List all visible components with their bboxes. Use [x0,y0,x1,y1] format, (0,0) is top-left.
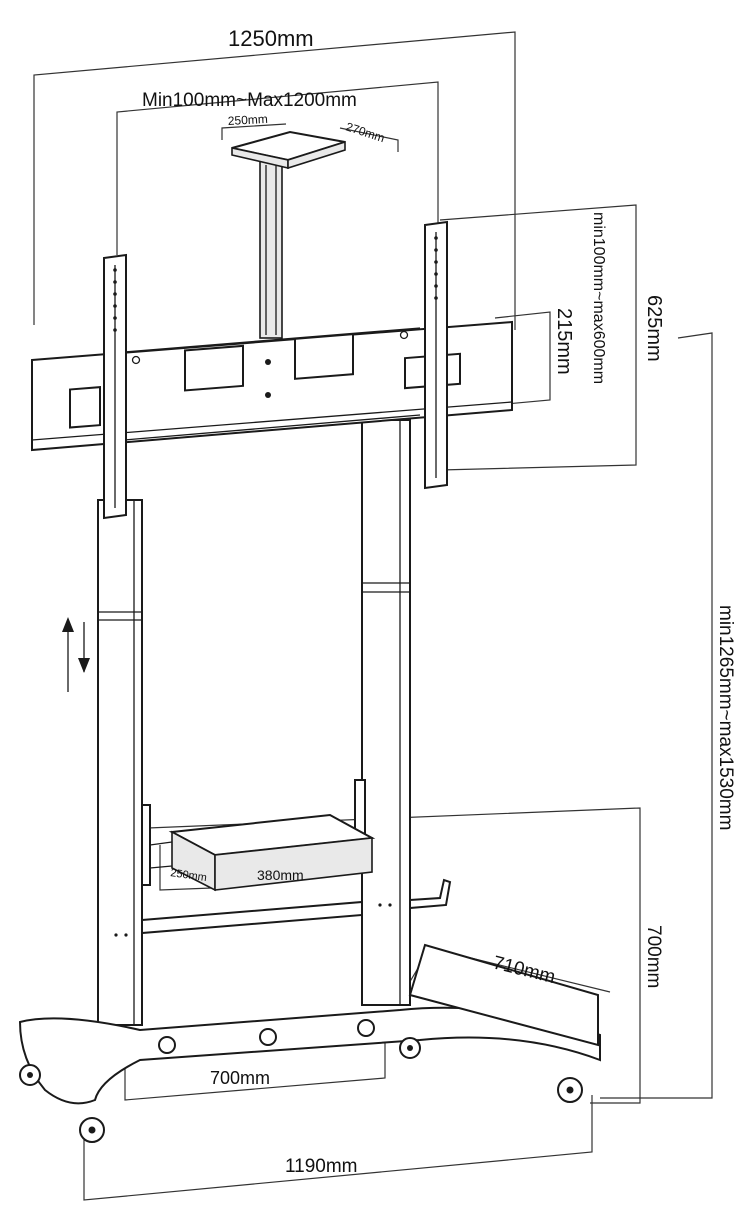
rail-cutout-left [184,344,244,392]
vesa-brackets [103,220,448,520]
down-arrow-icon [78,658,90,673]
crossbar-height-dimension [494,311,551,406]
height-range-dimension [600,332,713,1099]
camera-shelf-assembly [231,130,346,339]
camera-shelf-width-dimension [221,123,287,140]
camera-pole [259,157,283,339]
shelf-bracket-left [141,804,151,886]
base-frame [18,1006,601,1105]
camera-shelf-depth-dimension [339,127,399,152]
label-crossbar-height: 215mm [553,308,575,375]
rail-slot-left [69,386,101,429]
rail-cutout-right [294,333,354,380]
label-height-range: min1265mm~max1530mm [715,605,736,830]
label-bracket-height: 625mm [643,295,665,362]
label-av-shelf-width: 380mm [257,867,304,883]
av-shelf-assembly [141,779,376,892]
height-crank [409,878,452,910]
av-shelf-depth-dimension [159,845,213,891]
label-base-depth: 700mm [643,925,664,988]
label-column-spacing: 700mm [210,1068,270,1088]
vesa-range-dimension [116,81,439,255]
dimension-labels: 1250mm Min100mm~Max1200mm 250mm 270mm 62… [142,26,736,1177]
label-overall-width: 1250mm [228,26,314,51]
caster-wheels [19,1037,583,1143]
base-assembly [18,943,601,1143]
label-camera-shelf-width: 250mm [227,112,268,128]
label-camera-shelf-depth: 270mm [344,120,386,146]
columns [97,419,452,1026]
base-width-dimension [83,1095,593,1201]
label-vertical-range: min100mm~max600mm [590,212,607,384]
label-vesa-range: Min100mm~Max1200mm [142,90,357,111]
base-leg [408,943,599,1047]
bracket-height-dimension [439,204,637,471]
overall-width-dimension [33,31,516,330]
label-base-width: 1190mm [285,1156,358,1177]
height-adjust-arrows [62,617,90,692]
label-av-shelf-depth: 250mm [170,867,208,884]
up-arrow-icon [62,617,74,632]
left-column [97,499,143,1026]
bracket-holes [113,236,438,332]
lower-crossbar [141,900,363,935]
right-column [361,419,411,1006]
